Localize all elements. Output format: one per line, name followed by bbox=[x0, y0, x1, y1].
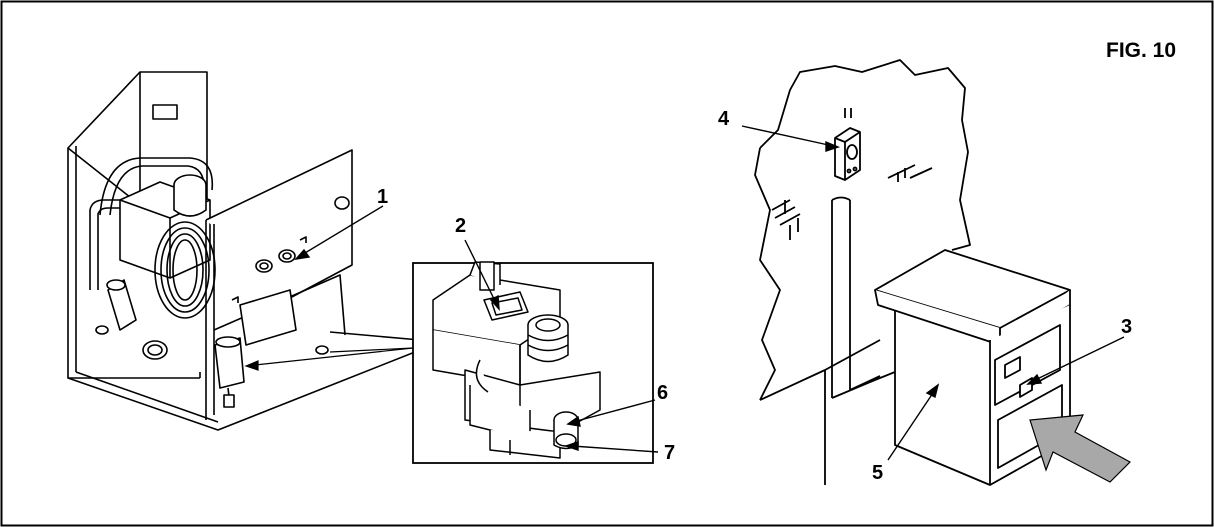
arrow-2 bbox=[464, 239, 500, 312]
arrow-6 bbox=[566, 399, 656, 427]
insert-direction-arrow bbox=[1029, 414, 1131, 483]
pump-detail-drawing bbox=[432, 261, 601, 459]
arrow-7 bbox=[563, 441, 659, 453]
callout-label-6: 6 bbox=[657, 382, 669, 404]
callout-label-3: 3 bbox=[1121, 316, 1133, 338]
arrow-5 bbox=[887, 383, 940, 461]
callout-label-1: 1 bbox=[377, 186, 389, 208]
callout-label-5: 5 bbox=[872, 462, 884, 484]
figure-title: FIG. 10 bbox=[1106, 39, 1177, 62]
open-unit-drawing bbox=[67, 71, 421, 431]
callout-label-7: 7 bbox=[664, 442, 676, 464]
detail-connector-lines bbox=[244, 347, 414, 371]
arrow-4 bbox=[741, 125, 840, 152]
wall-drawing bbox=[754, 59, 971, 485]
callout-label-4: 4 bbox=[718, 108, 730, 130]
arrow-1 bbox=[294, 205, 384, 260]
callout-label-2: 2 bbox=[455, 215, 467, 237]
arrow-3 bbox=[1026, 336, 1125, 385]
